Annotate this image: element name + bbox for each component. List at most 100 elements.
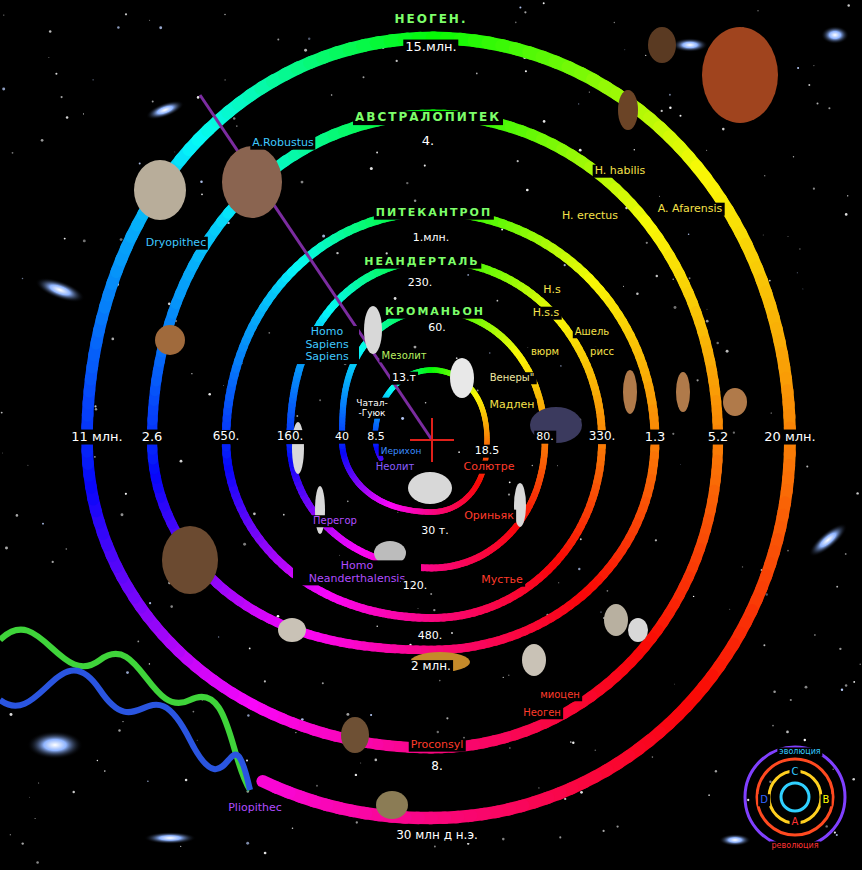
star bbox=[319, 399, 321, 401]
spiral-label: H. habilis bbox=[593, 165, 648, 178]
star bbox=[688, 234, 690, 236]
spiral-label: эволюция bbox=[777, 747, 822, 756]
star bbox=[808, 84, 810, 86]
star bbox=[292, 827, 294, 829]
spiral-label: 40 bbox=[333, 431, 351, 444]
spiral-label: 2.6 bbox=[140, 430, 165, 445]
star bbox=[659, 196, 660, 197]
star bbox=[557, 465, 559, 467]
star bbox=[118, 729, 120, 731]
star bbox=[572, 741, 574, 743]
star bbox=[532, 465, 534, 467]
star bbox=[645, 55, 646, 56]
star bbox=[424, 165, 426, 167]
star bbox=[652, 756, 654, 758]
star bbox=[191, 373, 192, 374]
spiral-label: 8.5 bbox=[365, 431, 387, 444]
star bbox=[122, 721, 123, 722]
star bbox=[339, 554, 341, 556]
star bbox=[747, 799, 749, 801]
spiral-label: 80. bbox=[534, 431, 556, 444]
spiral-label: Венеры" bbox=[488, 372, 537, 384]
star bbox=[126, 671, 129, 674]
star bbox=[674, 306, 677, 309]
star bbox=[526, 189, 529, 192]
star bbox=[763, 644, 765, 646]
spiral-label: 30 млн д н.э. bbox=[394, 829, 480, 843]
star bbox=[65, 548, 67, 550]
spiral-label: Ашель bbox=[573, 326, 611, 338]
star bbox=[726, 350, 729, 353]
star bbox=[802, 288, 804, 290]
star bbox=[672, 278, 674, 280]
star bbox=[355, 774, 357, 776]
star bbox=[236, 125, 238, 127]
star bbox=[847, 4, 849, 6]
spiral-label: Homo Sapiens Sapiens bbox=[295, 326, 359, 364]
star bbox=[149, 602, 151, 604]
star bbox=[433, 609, 435, 611]
star bbox=[193, 711, 195, 713]
star bbox=[764, 175, 765, 176]
spiral-label: D bbox=[758, 794, 770, 806]
star bbox=[517, 160, 519, 162]
star bbox=[27, 465, 28, 466]
star bbox=[729, 609, 730, 610]
star bbox=[185, 779, 188, 782]
star bbox=[543, 120, 546, 123]
star bbox=[406, 182, 408, 184]
star bbox=[669, 94, 671, 96]
star bbox=[787, 236, 789, 238]
spiral-label: Proconsyl bbox=[409, 739, 466, 752]
spiral-label: H.s bbox=[541, 284, 562, 297]
star bbox=[52, 561, 54, 563]
star bbox=[769, 280, 771, 282]
spiral-label: Dryopithec bbox=[144, 237, 208, 250]
era-title: КРОМАНЬОН bbox=[383, 306, 487, 319]
time-spiral bbox=[87, 38, 790, 818]
spiral-label: 15.млн. bbox=[403, 40, 458, 55]
era-title: ПИТЕКАНТРОП bbox=[374, 207, 494, 220]
star bbox=[308, 38, 310, 40]
star bbox=[813, 188, 815, 190]
star bbox=[636, 293, 639, 296]
star bbox=[83, 113, 84, 114]
spiral-label: A.Robustus bbox=[250, 137, 315, 150]
star bbox=[817, 103, 819, 105]
spiral-label: Ориньяк bbox=[462, 510, 516, 523]
star bbox=[370, 167, 373, 170]
star bbox=[580, 791, 583, 794]
star bbox=[430, 593, 432, 595]
star bbox=[769, 780, 771, 782]
star bbox=[834, 832, 836, 834]
star bbox=[336, 252, 338, 254]
star bbox=[828, 107, 830, 109]
star bbox=[814, 634, 816, 636]
star bbox=[757, 10, 759, 12]
star bbox=[477, 389, 479, 391]
star bbox=[669, 107, 671, 109]
spiral-label: 20 млн. bbox=[762, 430, 817, 445]
star bbox=[247, 714, 249, 716]
star bbox=[502, 838, 505, 841]
star bbox=[614, 22, 615, 23]
star bbox=[120, 238, 123, 241]
star bbox=[346, 713, 349, 716]
star bbox=[708, 794, 710, 796]
star bbox=[159, 26, 162, 29]
spiral-label: B bbox=[821, 794, 832, 806]
star bbox=[832, 768, 834, 770]
star bbox=[246, 842, 249, 845]
spiral-label: 160. bbox=[275, 430, 306, 444]
star bbox=[578, 568, 580, 570]
star bbox=[223, 385, 225, 387]
star bbox=[277, 39, 279, 41]
star bbox=[716, 342, 719, 345]
spiral-label: рисс bbox=[588, 346, 616, 358]
star bbox=[149, 19, 151, 21]
star bbox=[417, 608, 419, 610]
spiral-label: Перегор bbox=[311, 515, 359, 527]
star bbox=[394, 297, 397, 300]
spiral-label: Иерихон bbox=[379, 446, 424, 456]
